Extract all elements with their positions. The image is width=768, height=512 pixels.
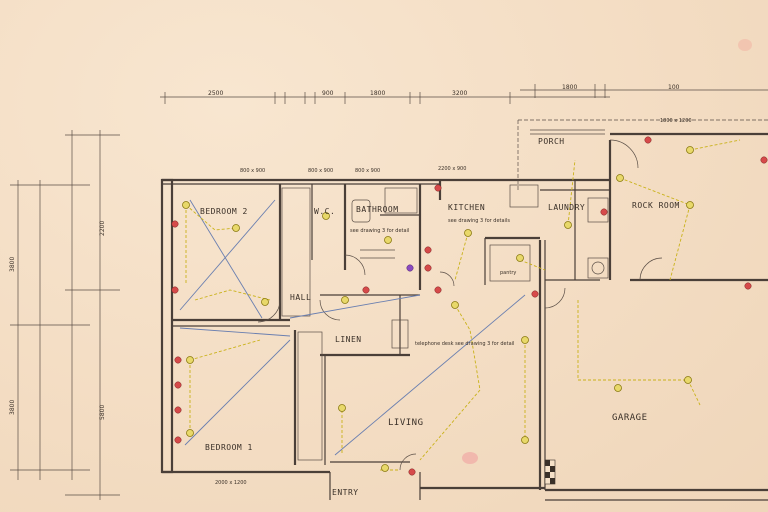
dim-left-2: 3800	[9, 400, 16, 415]
light-fittings	[182, 146, 694, 472]
dim-left-4: 5800	[99, 405, 106, 420]
room-label-pantry: pantry	[500, 270, 516, 276]
room-label-bedroom2: BEDROOM 2	[200, 207, 248, 216]
diagonal-lines	[179, 199, 526, 456]
dim-left-1: 3800	[9, 257, 16, 272]
bathroom-note: see drawing 3 for detail	[350, 228, 409, 234]
dim-top-4: 3200	[452, 90, 467, 97]
dim-left-3: 2200	[99, 221, 106, 236]
electrical-wiring	[185, 139, 741, 471]
living-note: telephone desk see drawing 3 for detail	[415, 341, 514, 347]
room-label-entry: ENTRY	[332, 488, 359, 497]
dim-top-1: 2500	[208, 90, 223, 97]
window-label-4: 2200 x 900	[438, 166, 466, 172]
porch-outline	[517, 119, 768, 190]
exterior-walls	[160, 132, 768, 501]
room-label-bedroom1: BEDROOM 1	[205, 443, 253, 452]
left-dimension-lines: 3800 3800 2200 5800	[9, 130, 120, 500]
dim-top-2: 900	[322, 90, 334, 97]
window-label-1: 800 x 900	[240, 168, 265, 174]
window-label-6: 1800 x 1200	[660, 118, 692, 124]
room-label-kitchen: KITCHEN	[448, 203, 485, 212]
room-label-porch: PORCH	[538, 137, 565, 146]
room-label-rockroom: ROCK ROOM	[632, 201, 680, 210]
room-label-linen: LINEN	[335, 335, 362, 344]
power-outlets	[171, 136, 768, 476]
dim-top-3: 1800	[370, 90, 385, 97]
room-label-laundry: LAUNDRY	[548, 203, 585, 212]
fixtures	[281, 184, 609, 461]
meter-box	[544, 459, 556, 485]
window-label-3: 800 x 900	[355, 168, 380, 174]
interior-walls	[172, 180, 610, 465]
kitchen-note: see drawing 3 for details	[448, 218, 510, 224]
window-label-2: 800 x 900	[308, 168, 333, 174]
window-label-5: 2000 x 1200	[215, 480, 247, 486]
room-label-wc: W.C.	[314, 207, 335, 216]
door-swings	[257, 139, 663, 471]
dim-top-6: 100	[668, 84, 680, 91]
room-label-bathroom: BATHROOM	[356, 205, 399, 214]
room-label-garage: GARAGE	[612, 413, 648, 423]
room-label-living: LIVING	[388, 418, 424, 428]
dim-top-5: 1800	[562, 84, 577, 91]
top-dimension-line: 2500 900 1800 3200 1800 100	[160, 84, 768, 104]
room-label-hall: HALL	[290, 293, 311, 302]
